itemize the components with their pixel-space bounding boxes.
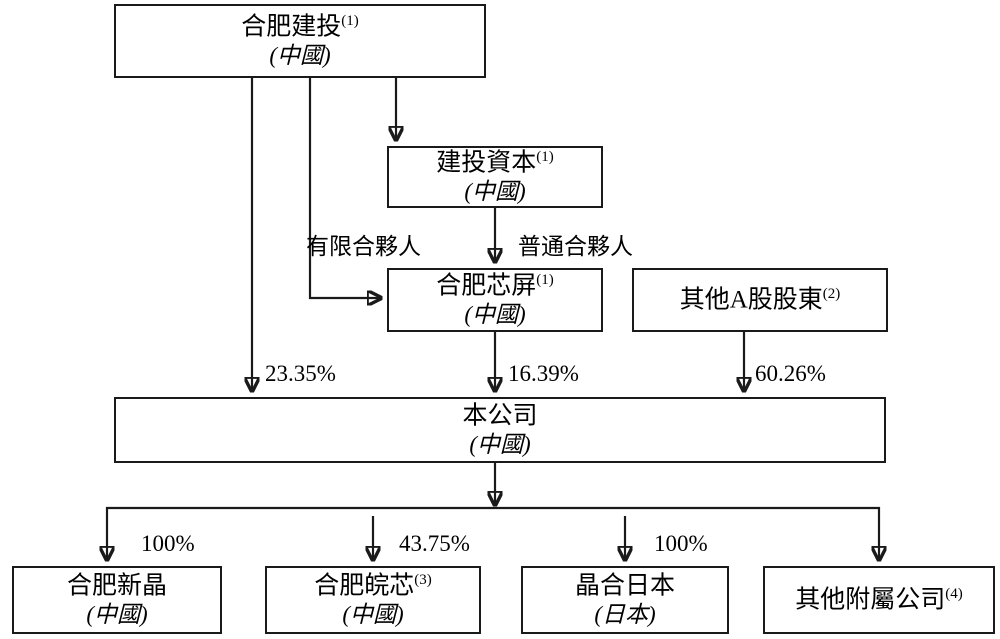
edge-label-pct-100-japan: 100% (654, 531, 708, 556)
node-jurisdiction: (中國) (464, 302, 526, 328)
edge-jiantou-to-xinping (308, 78, 381, 298)
node-title: 建投資本(1) (436, 148, 554, 176)
edge-label-pct-16-39: 16.39% (508, 361, 579, 386)
edge-label-pct-100-xinjing: 100% (141, 531, 195, 556)
edge-label-pct-23-35: 23.35% (265, 361, 336, 386)
node-other-a-share-holders: 其他A股股東(2) (632, 268, 888, 332)
node-other-subsidiaries: 其他附屬公司(4) (763, 566, 995, 634)
node-jurisdiction: (中國) (469, 432, 531, 458)
node-title: 其他A股股東(2) (679, 285, 841, 313)
node-title: 晶合日本 (574, 571, 675, 599)
node-title: 合肥皖芯(3) (314, 571, 432, 599)
node-hefei-jiantou: 合肥建投(1) (中國) (114, 4, 486, 78)
node-jiantou-ziben: 建投資本(1) (中國) (387, 146, 603, 208)
node-jinghe-japan: 晶合日本 (日本) (521, 566, 729, 634)
node-hefei-wanxin: 合肥皖芯(3) (中國) (265, 566, 481, 634)
node-jurisdiction: (中國) (86, 602, 148, 628)
edge-label-limited-partner: 有限合夥人 (306, 234, 421, 259)
node-title: 合肥芯屏(1) (436, 271, 554, 299)
edge-label-pct-43-75: 43.75% (399, 531, 470, 556)
node-hefei-xinjing: 合肥新晶 (中國) (12, 566, 222, 634)
edge-label-pct-60-26: 60.26% (755, 361, 826, 386)
node-jurisdiction: (中國) (342, 602, 404, 628)
edge-subsidiary-bus (105, 506, 881, 516)
node-jurisdiction: (中國) (464, 179, 526, 205)
node-the-company: 本公司 (中國) (114, 397, 886, 463)
node-jurisdiction: (日本) (594, 602, 656, 628)
node-hefei-xinping: 合肥芯屏(1) (中國) (387, 268, 603, 332)
node-jurisdiction: (中國) (269, 43, 331, 69)
node-title: 其他附屬公司(4) (795, 585, 963, 613)
node-title: 合肥建投(1) (241, 12, 359, 40)
node-title: 合肥新晶 (66, 571, 167, 599)
node-title: 本公司 (462, 401, 538, 429)
edge-label-general-partner: 普通合夥人 (518, 234, 633, 259)
